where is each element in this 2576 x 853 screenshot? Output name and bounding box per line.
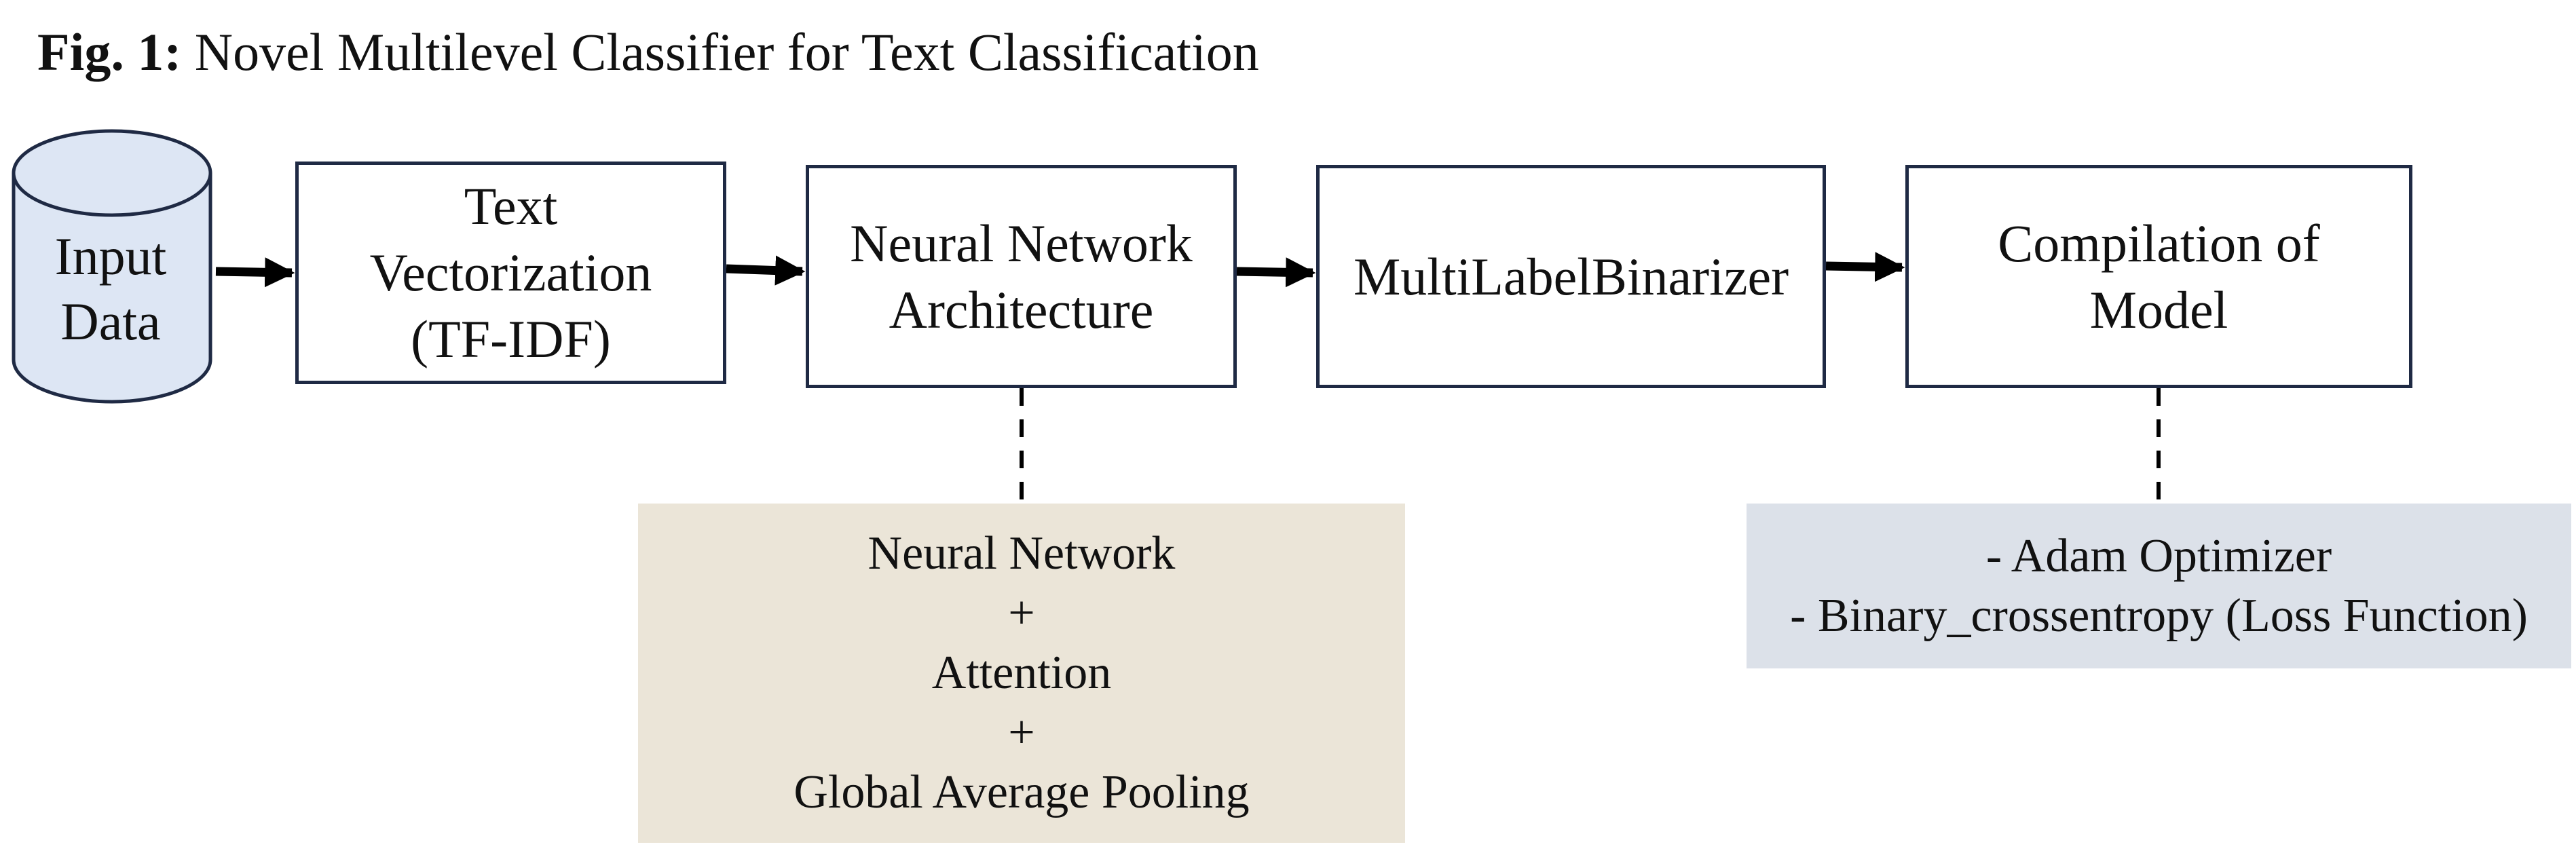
architecture-note-line: Neural Network bbox=[867, 527, 1176, 580]
text-vectorization-box: Text Vectorization (TF-IDF) bbox=[295, 162, 726, 384]
neural-network-architecture-label-line: Neural Network bbox=[850, 213, 1193, 273]
figure-title: Fig. 1: Novel Multilevel Classifier for … bbox=[37, 15, 1259, 90]
arrow-vectorization-to-architecture bbox=[726, 255, 806, 286]
architecture-note-box: Neural Network + Attention + Global Aver… bbox=[638, 504, 1405, 843]
compilation-note-line: - Binary_crossentropy (Loss Function) bbox=[1790, 589, 2528, 642]
arrow-binarizer-to-compilation bbox=[1825, 252, 1905, 282]
figure-caption: Novel Multilevel Classifier for Text Cla… bbox=[194, 22, 1259, 81]
figure-number: Fig. 1: bbox=[37, 22, 182, 81]
architecture-note-line: Attention bbox=[931, 647, 1112, 699]
multilabelbinarizer-box: MultiLabelBinarizer bbox=[1316, 165, 1826, 388]
compilation-note-box: - Adam Optimizer - Binary_crossentropy (… bbox=[1747, 504, 2571, 668]
neural-network-architecture-label-line: Architecture bbox=[889, 280, 1154, 339]
arrow-architecture-to-binarizer bbox=[1236, 257, 1316, 288]
neural-network-architecture-box: Neural Network Architecture bbox=[806, 165, 1237, 388]
multilabelbinarizer-label-line: MultiLabelBinarizer bbox=[1353, 246, 1789, 306]
database-cylinder-icon bbox=[12, 129, 212, 404]
text-vectorization-label-line: (TF-IDF) bbox=[411, 309, 611, 368]
text-vectorization-label-line: Text bbox=[464, 176, 558, 235]
compilation-note-line: - Adam Optimizer bbox=[1985, 529, 2332, 582]
input-data-label: Input Data bbox=[12, 224, 209, 354]
input-data-label-line: Input bbox=[54, 227, 167, 286]
architecture-note-line: + bbox=[1008, 587, 1035, 639]
text-vectorization-label-line: Vectorization bbox=[369, 243, 652, 302]
compilation-of-model-label-line: Compilation of bbox=[1998, 213, 2320, 273]
arrow-input-to-vectorization bbox=[215, 257, 295, 288]
compilation-of-model-label-line: Model bbox=[2089, 280, 2228, 339]
architecture-note-line: + bbox=[1008, 706, 1035, 759]
architecture-note-line: Global Average Pooling bbox=[794, 766, 1250, 818]
compilation-of-model-box: Compilation of Model bbox=[1905, 165, 2412, 388]
input-data-label-line: Data bbox=[60, 292, 161, 351]
